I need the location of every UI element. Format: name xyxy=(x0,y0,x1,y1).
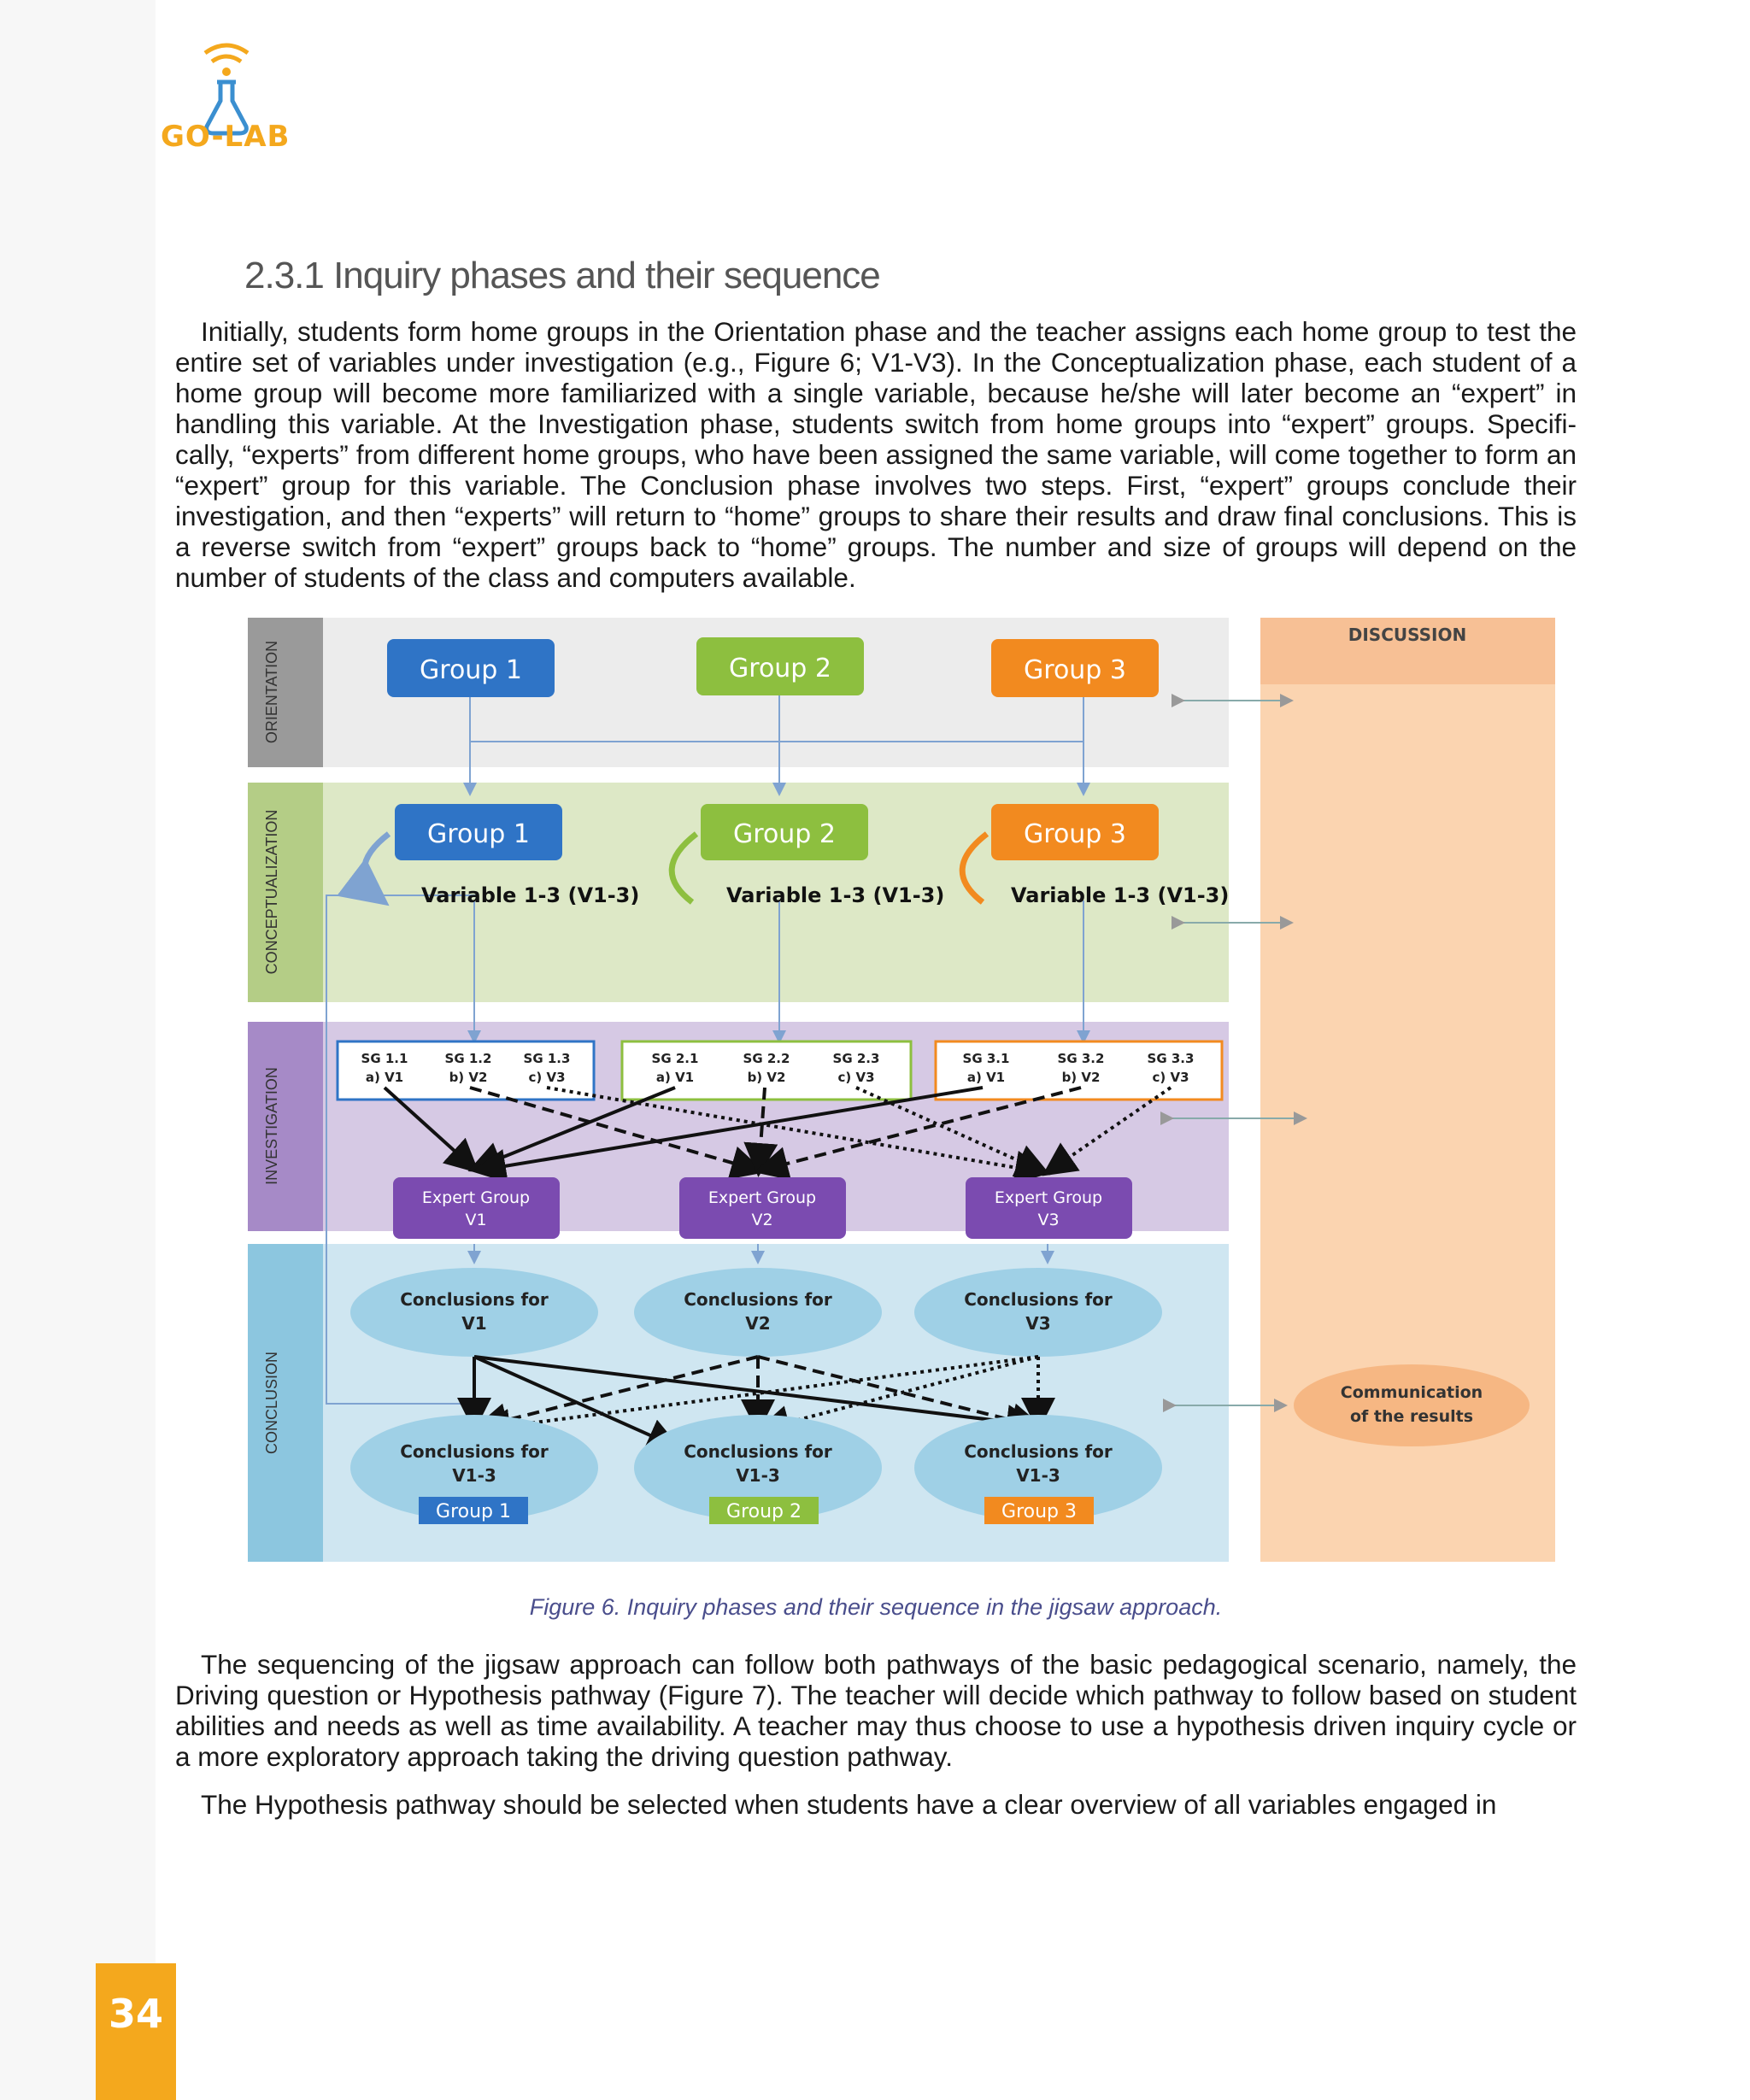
paragraph-1: Initially, students form home groups in … xyxy=(175,316,1577,593)
svg-text:SG 1.3: SG 1.3 xyxy=(524,1051,571,1066)
orientation-group-3 xyxy=(991,639,1159,697)
phase-label-conceptualization: CONCEPTUALIZATION xyxy=(263,810,280,975)
svg-text:SG 3.2: SG 3.2 xyxy=(1058,1051,1105,1066)
subgroup-box-1 xyxy=(336,1040,596,1101)
variable-label-1: Variable 1-3 (V1-3) xyxy=(421,883,639,907)
jigsaw-figure: ORIENTATION CONCEPTUALIZATION INVESTIGAT… xyxy=(248,618,1555,1562)
svg-text:Expert Group: Expert Group xyxy=(995,1188,1102,1207)
svg-text:V1: V1 xyxy=(461,1313,486,1334)
svg-text:a) V1: a) V1 xyxy=(366,1070,403,1085)
svg-text:b) V2: b) V2 xyxy=(449,1070,488,1085)
final-conclusions-group-3 xyxy=(914,1415,1162,1521)
logo-text: GO-LAB xyxy=(161,120,291,154)
svg-text:b) V2: b) V2 xyxy=(1062,1070,1101,1085)
svg-text:c) V3: c) V3 xyxy=(1152,1070,1189,1085)
final-conclusions-group-2 xyxy=(634,1415,882,1521)
phase-label-investigation: INVESTIGATION xyxy=(263,1067,280,1185)
svg-text:V2: V2 xyxy=(751,1211,772,1229)
svg-text:SG 2.3: SG 2.3 xyxy=(833,1051,880,1066)
svg-text:V1: V1 xyxy=(465,1211,486,1229)
svg-text:Conclusions for: Conclusions for xyxy=(964,1289,1113,1310)
svg-text:Communication: Communication xyxy=(1341,1383,1483,1402)
concept-group-2 xyxy=(701,804,868,860)
discussion-label: DISCUSSION xyxy=(1348,625,1466,645)
svg-text:SG 2.2: SG 2.2 xyxy=(743,1051,790,1066)
svg-text:Group 3: Group 3 xyxy=(1001,1501,1077,1522)
expert-group-v2 xyxy=(679,1177,846,1239)
expert-group-v1 xyxy=(393,1177,560,1239)
orientation-group-1 xyxy=(387,639,555,697)
svg-text:b) V2: b) V2 xyxy=(748,1070,786,1085)
svg-text:Group 2: Group 2 xyxy=(726,1501,802,1522)
svg-text:SG 1.1: SG 1.1 xyxy=(361,1051,408,1066)
svg-text:Group 2: Group 2 xyxy=(733,819,836,849)
svg-text:V2: V2 xyxy=(745,1313,770,1334)
svg-text:Conclusions for: Conclusions for xyxy=(964,1441,1113,1462)
final-conclusions-group-1 xyxy=(350,1415,598,1521)
phase-label-conclusion: CONCLUSION xyxy=(263,1352,280,1454)
expert-group-v3 xyxy=(966,1177,1132,1239)
paragraph-2: The sequencing of the jigsaw approach ca… xyxy=(175,1649,1577,1772)
svg-text:V1-3: V1-3 xyxy=(452,1465,496,1486)
communication-ellipse xyxy=(1294,1364,1530,1446)
svg-text:V3: V3 xyxy=(1037,1211,1059,1229)
svg-text:Conclusions for: Conclusions for xyxy=(400,1289,549,1310)
svg-text:Expert Group: Expert Group xyxy=(422,1188,530,1207)
page-number: 34 xyxy=(108,1991,163,2037)
svg-text:SG 3.1: SG 3.1 xyxy=(963,1051,1010,1066)
svg-text:Group 1: Group 1 xyxy=(420,655,522,685)
svg-text:of the results: of the results xyxy=(1350,1407,1473,1426)
page-number-tab xyxy=(96,1963,176,2100)
svg-text:Conclusions for: Conclusions for xyxy=(400,1441,549,1462)
svg-text:SG 3.3: SG 3.3 xyxy=(1148,1051,1195,1066)
svg-text:a) V1: a) V1 xyxy=(967,1070,1005,1085)
figure-caption: Figure 6. Inquiry phases and their seque… xyxy=(529,1594,1223,1620)
svg-text:SG 1.2: SG 1.2 xyxy=(445,1051,492,1066)
svg-text:Group 3: Group 3 xyxy=(1024,655,1126,685)
variable-label-2: Variable 1-3 (V1-3) xyxy=(726,883,944,907)
conclusions-v1 xyxy=(350,1268,598,1357)
section-title: 2.3.1 Inquiry phases and their sequence xyxy=(244,255,881,296)
conclusions-v3 xyxy=(914,1268,1162,1357)
svg-text:a) V1: a) V1 xyxy=(656,1070,694,1085)
conclusions-v2 xyxy=(634,1268,882,1357)
svg-text:c) V3: c) V3 xyxy=(837,1070,874,1085)
paragraph-3: The Hypothesis pathway should be selecte… xyxy=(201,1789,1497,1820)
flask-icon xyxy=(203,43,250,136)
svg-text:Group 3: Group 3 xyxy=(1024,819,1126,849)
svg-text:SG 2.1: SG 2.1 xyxy=(652,1051,699,1066)
svg-text:Group 1: Group 1 xyxy=(427,819,530,849)
svg-text:Conclusions for: Conclusions for xyxy=(684,1441,832,1462)
svg-text:V3: V3 xyxy=(1025,1313,1050,1334)
concept-group-1 xyxy=(395,804,562,860)
concept-group-3 xyxy=(991,804,1159,860)
svg-text:Group 2: Group 2 xyxy=(729,654,831,683)
orientation-group-2 xyxy=(696,637,864,695)
phase-label-orientation: ORIENTATION xyxy=(263,641,280,743)
svg-text:V1-3: V1-3 xyxy=(1016,1465,1060,1486)
svg-text:Group 1: Group 1 xyxy=(436,1501,511,1522)
svg-text:V1-3: V1-3 xyxy=(736,1465,780,1486)
left-margin-band xyxy=(0,0,156,2100)
svg-text:c) V3: c) V3 xyxy=(528,1070,565,1085)
variable-label-3: Variable 1-3 (V1-3) xyxy=(1011,883,1229,907)
svg-text:Expert Group: Expert Group xyxy=(708,1188,816,1207)
svg-text:Conclusions for: Conclusions for xyxy=(684,1289,832,1310)
